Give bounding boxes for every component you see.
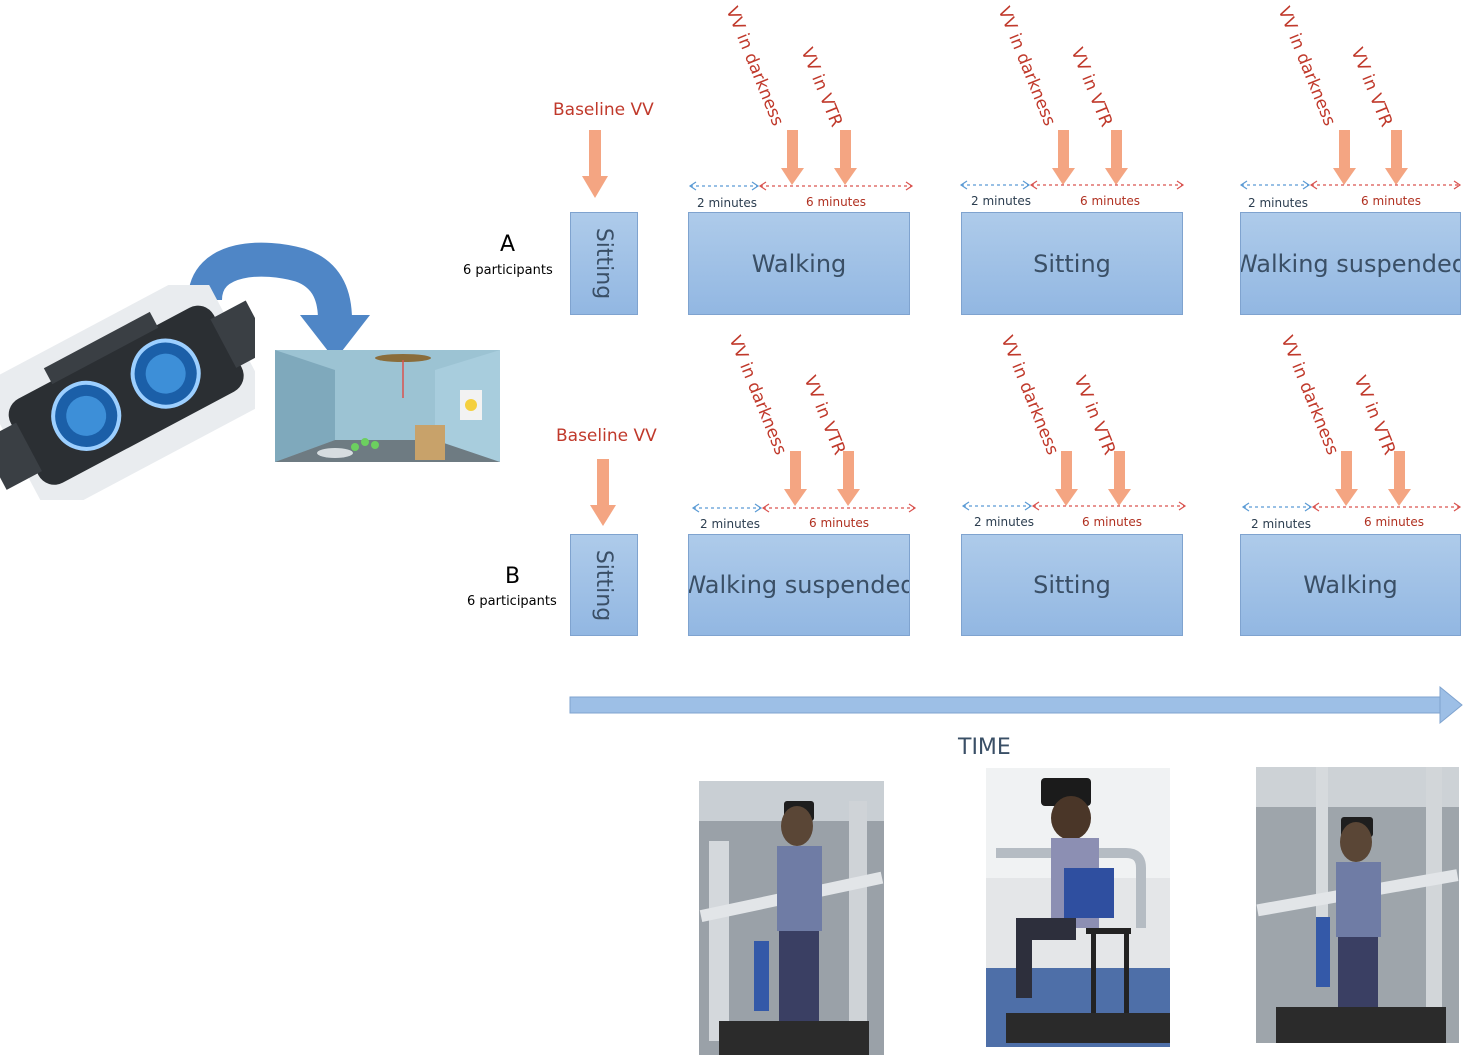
headset-to-room-arrow xyxy=(188,242,370,360)
group-a-participants: 6 participants xyxy=(463,263,553,278)
row-b-measure-arrows xyxy=(784,451,1411,506)
baseline-box-b-label: Sitting xyxy=(591,549,617,621)
dur-2min-a1: 2 minutes xyxy=(697,196,758,210)
condition-box-b2: Sitting xyxy=(961,534,1183,636)
baseline-arrow-a xyxy=(582,130,608,198)
baseline-box-a-label: Sitting xyxy=(591,227,617,300)
dur-2min-b3: 2 minutes xyxy=(1251,517,1312,531)
baseline-box-b: Sitting xyxy=(570,534,638,636)
group-a-letter: A xyxy=(500,232,516,257)
dur-2min-a3: 2 minutes xyxy=(1248,196,1309,210)
condition-box-a3: Walking suspended xyxy=(1240,212,1461,315)
condition-a1-label: Walking xyxy=(751,249,847,278)
vr-headset-image xyxy=(0,268,272,518)
dur-6min-b2: 6 minutes xyxy=(1082,515,1143,529)
vr-room-image xyxy=(275,350,500,462)
condition-box-b1: Walking suspended xyxy=(688,534,910,636)
row-b-intervals xyxy=(691,501,1462,513)
baseline-arrow-b xyxy=(590,459,616,526)
walking-photo xyxy=(699,781,884,1055)
dur-2min-a2: 2 minutes xyxy=(971,194,1032,208)
condition-box-a1: Walking xyxy=(688,212,910,315)
baseline-box-a: Sitting xyxy=(570,212,638,315)
dur-6min-a1: 6 minutes xyxy=(806,195,867,209)
baseline-label-b: Baseline VV xyxy=(556,426,657,446)
walking-suspended-photo xyxy=(1256,767,1459,1043)
condition-box-a2: Sitting xyxy=(961,212,1183,315)
condition-b2-label: Sitting xyxy=(1033,571,1111,599)
dur-2min-b1: 2 minutes xyxy=(700,517,761,531)
time-label: TIME xyxy=(958,735,1011,760)
condition-a2-label: Sitting xyxy=(1033,249,1111,278)
condition-b1-label: Walking suspended xyxy=(688,571,910,599)
dur-6min-a2: 6 minutes xyxy=(1080,194,1141,208)
sitting-photo xyxy=(986,768,1170,1047)
condition-b3-label: Walking xyxy=(1303,571,1398,599)
group-b-participants: 6 participants xyxy=(467,594,557,609)
dur-2min-b2: 2 minutes xyxy=(974,515,1035,529)
baseline-label-a: Baseline VV xyxy=(553,100,654,120)
dur-6min-b1: 6 minutes xyxy=(809,516,870,530)
row-a-measure-arrows xyxy=(781,130,1408,185)
condition-box-b3: Walking xyxy=(1240,534,1461,636)
row-a-intervals xyxy=(688,180,1462,191)
time-arrow xyxy=(569,685,1463,725)
dur-6min-a3: 6 minutes xyxy=(1361,194,1422,208)
condition-a3-label: Walking suspended xyxy=(1240,249,1461,278)
group-b-letter: B xyxy=(505,564,521,589)
dur-6min-b3: 6 minutes xyxy=(1364,515,1425,529)
